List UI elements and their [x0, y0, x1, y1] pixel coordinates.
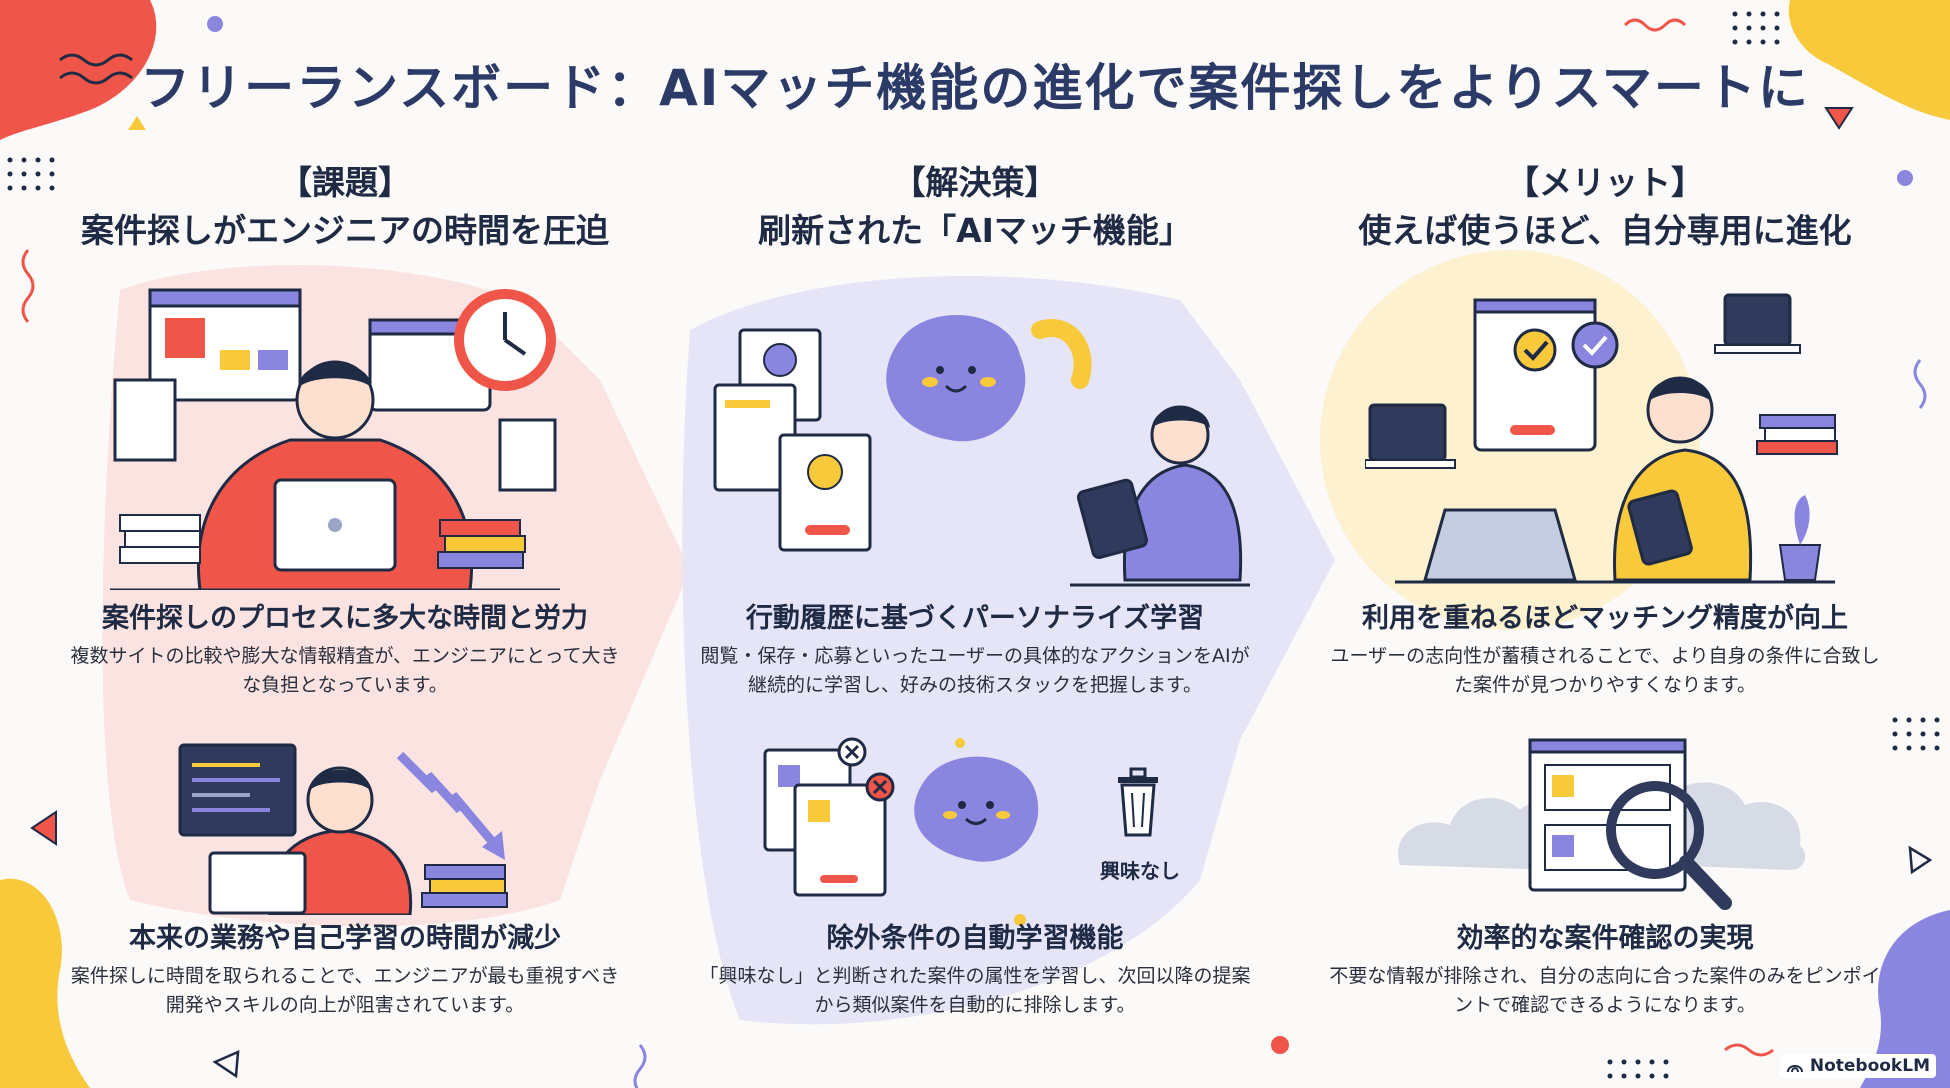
dot-grid-right [1892, 717, 1940, 751]
accent-squiggle [59, 53, 133, 67]
accent-triangle [1824, 107, 1854, 130]
block-body: 不要な情報が排除され、自分の志向に合った案件のみをピンポイントで確認できるように… [1329, 965, 1881, 1016]
dot-grid-bottom [1607, 1059, 1669, 1079]
accent-squiggle [1913, 359, 1927, 409]
block-heading: 利用を重ねるほどマッチング精度が向上 [1362, 603, 1848, 634]
accent-squiggle [59, 71, 133, 85]
notebooklm-icon [1786, 1065, 1803, 1073]
block-body: 閲覧・保存・応募といったユーザーの具体的なアクションをAIが継続的に学習し、好み… [700, 645, 1250, 696]
block-body: 複数サイトの比較や膨大な情報精査が、エンジニアにとって大きな負担となっています。 [70, 645, 620, 696]
magnifier-icon [1606, 781, 1732, 910]
column-header-merit: 【メリット】 使えば使うほど、自分専用に進化 [1325, 160, 1885, 256]
stressed-engineer-illustration [110, 288, 560, 590]
column-header-problem: 【課題】 案件探しがエンジニアの時間を圧迫 [65, 160, 625, 256]
not-interested-label: 興味なし [1100, 859, 1180, 883]
block-body: 案件探しに時間を取られることで、エンジニアが最も重視すべき開発やスキルの向上が阻… [70, 965, 620, 1016]
column-tag: 【課題】 [279, 163, 411, 202]
accent-dot [207, 16, 223, 32]
solution-block-1: 行動履歴に基づくパーソナライズ学習 閲覧・保存・応募といったユーザーの具体的なア… [675, 600, 1275, 700]
merit-block-2: 効率的な案件確認の実現 不要な情報が排除され、自分の志向に合った案件のみをピンポ… [1305, 920, 1905, 1020]
column-tag: 【解決策】 [892, 163, 1058, 202]
block-heading: 行動履歴に基づくパーソナライズ学習 [745, 603, 1205, 634]
accent-dot [1271, 1036, 1289, 1054]
problem-block-2: 本来の業務や自己学習の時間が減少 案件探しに時間を取られることで、エンジニアが最… [45, 920, 645, 1020]
block-heading: 除外条件の自動学習機能 [826, 923, 1124, 954]
block-body: 「興味なし」と判断された案件の属性を学習し、次回以降の提案から類似案件を自動的に… [699, 965, 1251, 1016]
block-heading: 本来の業務や自己学習の時間が減少 [129, 923, 561, 954]
accent-squiggle [633, 1044, 647, 1088]
accent-triangle [30, 810, 57, 846]
column-subtitle: 使えば使うほど、自分専用に進化 [1358, 211, 1852, 250]
accent-squiggle [1623, 18, 1687, 32]
solution-block-2: 除外条件の自動学習機能 「興味なし」と判断された案件の属性を学習し、次回以降の提… [675, 920, 1275, 1020]
accent-triangle [1908, 845, 1933, 875]
corner-blob-bottom-left [0, 878, 90, 1088]
accent-squiggle [21, 249, 35, 323]
ai-learning-illustration [713, 314, 1250, 587]
block-heading: 効率的な案件確認の実現 [1456, 923, 1754, 954]
notebooklm-logo: NotebookLM [1779, 1054, 1936, 1078]
column-subtitle: 刷新された「AIマッチ機能」 [758, 211, 1192, 250]
block-heading: 案件探しのプロセスに多大な時間と労力 [102, 603, 588, 634]
corner-blob-bottom-right [1860, 910, 1950, 1088]
column-header-solution: 【解決策】 刷新された「AIマッチ機能」 [695, 160, 1255, 256]
accent-squiggle [1724, 1043, 1774, 1057]
corner-blob-top-left [0, 0, 157, 140]
column-tag: 【メリット】 [1506, 163, 1704, 202]
dot-grid-top-left [7, 157, 55, 191]
corner-blob-top-right [1788, 0, 1950, 120]
accent-triangle [128, 116, 146, 130]
dot-grid-top-right [1732, 11, 1780, 45]
merit-block-1: 利用を重ねるほどマッチング精度が向上 ユーザーの志向性が蓄積されることで、より自… [1305, 600, 1905, 700]
trash-icon [1118, 767, 1158, 837]
accent-dot [1014, 914, 1026, 926]
exclusion-learning-illustration [763, 737, 1158, 897]
block-body: ユーザーの志向性が蓄積されることで、より自身の条件に合致した案件が見つかりやすく… [1330, 645, 1880, 696]
happy-engineer-illustration [1365, 293, 1838, 584]
accent-triangle [212, 1050, 240, 1079]
overworked-engineer-illustration [178, 743, 508, 915]
problem-block-1: 案件探しのプロセスに多大な時間と労力 複数サイトの比較や膨大な情報精査が、エンジ… [45, 600, 645, 700]
accent-dot [1897, 170, 1913, 186]
logo-text: NotebookLM [1809, 1056, 1930, 1076]
page-title: フリーランスボード：AIマッチ機能の進化で案件探しをよりスマートに [140, 59, 1810, 117]
efficient-search-illustration [1398, 738, 1806, 910]
column-subtitle: 案件探しがエンジニアの時間を圧迫 [81, 211, 609, 250]
